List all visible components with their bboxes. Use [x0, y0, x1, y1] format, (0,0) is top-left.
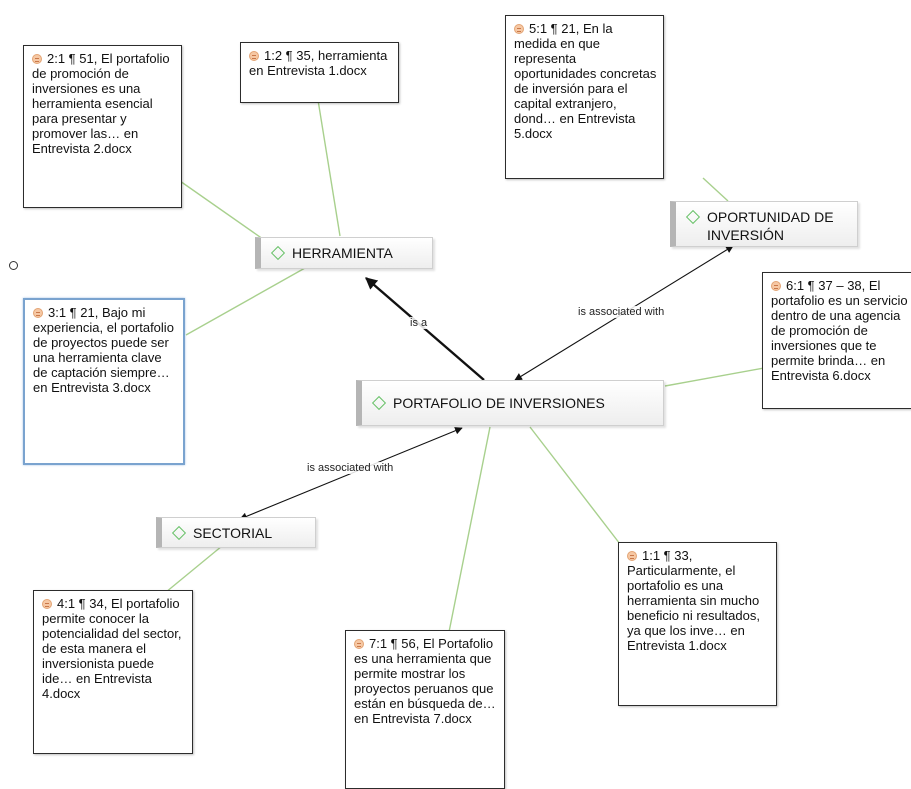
link-q12-herramienta [317, 99, 341, 237]
quotation-icon [32, 54, 42, 64]
quotation-icon [249, 51, 259, 61]
relation-label-is-a: is a [410, 317, 428, 329]
code-node-sectorial[interactable]: SECTORIAL [156, 517, 316, 548]
quote-node-6-1[interactable]: 6:1 ¶ 37 – 38, El portafolio es un servi… [762, 272, 911, 409]
link-q7-portafolio [448, 426, 491, 633]
code-icon [270, 245, 286, 261]
quote-node-7-1[interactable]: 7:1 ¶ 56, El Portafolio es una herramien… [345, 630, 505, 789]
quote-ref: 2:1 ¶ 51, El [47, 51, 113, 66]
quote-text: portafolio permite conocer la potenciali… [42, 596, 182, 701]
quote-node-5-1[interactable]: 5:1 ¶ 21, En la medida en que representa… [505, 15, 664, 179]
quote-ref: 7:1 ¶ 56, El [369, 636, 435, 651]
quote-text: mi experiencia, el portafolio de proyect… [33, 305, 174, 395]
quote-text: herramienta en Entrevista 1.docx [249, 48, 388, 78]
quote-node-1-2[interactable]: 1:2 ¶ 35, herramienta en Entrevista 1.do… [240, 42, 399, 103]
quote-node-3-1[interactable]: 3:1 ¶ 21, Bajo mi experiencia, el portaf… [23, 298, 185, 465]
quotation-icon [354, 639, 364, 649]
quotation-icon [514, 24, 524, 34]
quote-ref: 3:1 ¶ 21, Bajo [48, 305, 128, 320]
link-q3-herramienta [185, 267, 306, 336]
relation-is-a [365, 277, 485, 381]
link-q11-portafolio [529, 426, 621, 545]
quote-node-4-1[interactable]: 4:1 ¶ 34, El portafolio permite conocer … [33, 590, 193, 754]
relation-label-assoc-sectorial: is associated with [307, 462, 394, 474]
quote-ref: 4:1 ¶ 34, El [57, 596, 123, 611]
code-node-portafolio[interactable]: PORTAFOLIO DE INVERSIONES [356, 380, 664, 426]
resize-handle[interactable] [9, 261, 18, 270]
link-q5-oportunidad [702, 177, 729, 202]
link-q4-sectorial [159, 545, 223, 598]
quote-node-1-1[interactable]: 1:1 ¶ 33, Particularmente, el portafolio… [618, 542, 777, 706]
code-label: SECTORIAL [193, 524, 273, 541]
code-icon [371, 395, 387, 411]
quote-ref: 1:1 ¶ 33, [642, 548, 693, 563]
quote-text: medida en que representa oportunidades c… [514, 36, 657, 141]
quotation-icon [33, 308, 43, 318]
code-icon [171, 525, 187, 540]
quote-ref: 6:1 ¶ 37 – 38, El [786, 278, 881, 293]
code-icon [685, 209, 701, 225]
code-label: OPORTUNIDAD DE INVERSIÓN [707, 209, 834, 243]
link-q6-portafolio [664, 367, 765, 387]
quote-text: portafolio es un servicio dentro de una … [771, 293, 908, 383]
quote-ref: 5:1 ¶ 21, En la [529, 21, 613, 36]
relation-label-assoc-oportunidad: is associated with [578, 306, 665, 318]
quote-node-2-1[interactable]: 2:1 ¶ 51, El portafolio de promoción de … [23, 45, 182, 208]
quote-text: Particularmente, el portafolio es una he… [627, 563, 760, 653]
quotation-icon [627, 551, 637, 561]
quotation-icon [771, 281, 781, 291]
code-label: HERRAMIENTA [292, 245, 393, 261]
quotation-icon [42, 599, 52, 609]
quote-text: portafolio de promoción de inversiones e… [32, 51, 170, 156]
quote-text: Portafolio es una herramienta que permit… [354, 636, 496, 726]
code-label: PORTAFOLIO DE INVERSIONES [393, 395, 605, 411]
code-node-herramienta[interactable]: HERRAMIENTA [255, 237, 433, 269]
code-node-oportunidad[interactable]: OPORTUNIDAD DE INVERSIÓN [670, 201, 858, 247]
quote-ref: 1:2 ¶ 35, [264, 48, 315, 63]
